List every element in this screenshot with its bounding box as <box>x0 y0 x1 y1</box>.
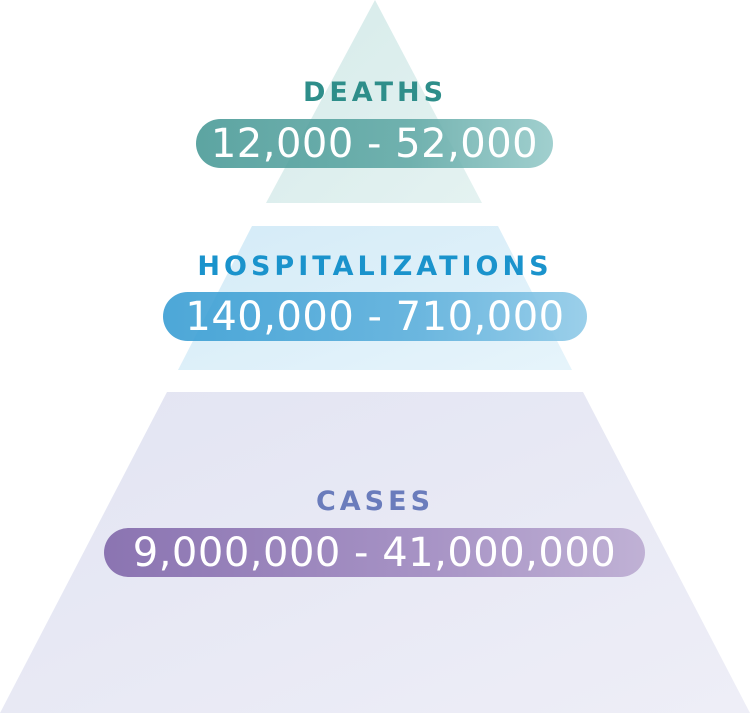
cases-range-pill: 9,000,000 - 41,000,000 <box>104 528 645 577</box>
deaths-label: DEATHS <box>302 77 448 108</box>
hospitalizations-range-pill: 140,000 - 710,000 <box>163 292 587 341</box>
deaths-range-pill: 12,000 - 52,000 <box>196 119 553 168</box>
cases-label: CASES <box>315 486 435 517</box>
hospitalizations-label: HOSPITALIZATIONS <box>197 251 553 282</box>
